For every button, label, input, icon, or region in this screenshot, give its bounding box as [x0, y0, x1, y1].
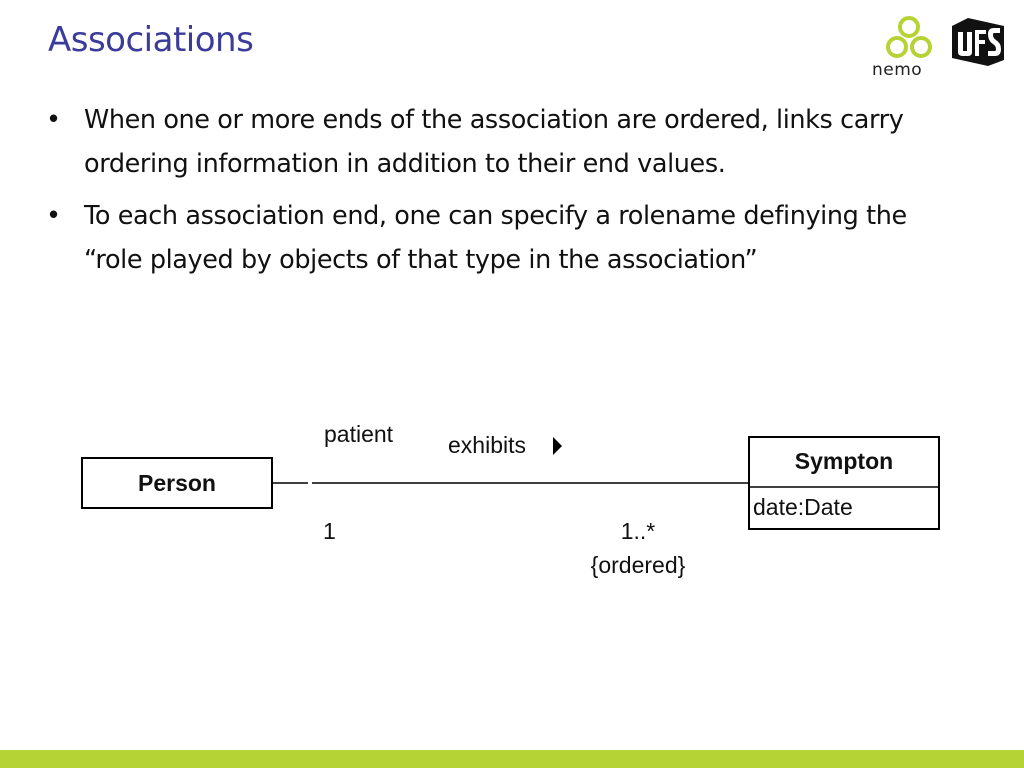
bullet-text: When one or more ends of the association…	[84, 105, 904, 179]
class-box	[748, 436, 940, 530]
slide-title: Associations	[48, 20, 254, 60]
source-multiplicity: 1	[323, 518, 336, 544]
class-sympton: Sympton date:Date	[748, 436, 940, 530]
footer-bar	[0, 750, 1024, 768]
bullet-marker: •	[46, 201, 62, 231]
triangle-right-icon	[553, 437, 562, 455]
ufes-logo-icon	[952, 18, 1004, 66]
target-multiplicity: 1..*	[621, 518, 656, 544]
role-name: patient	[324, 421, 394, 447]
class-name: Person	[138, 470, 216, 496]
class-name: Sympton	[795, 448, 893, 474]
bullet-text: To each association end, one can specify…	[84, 201, 907, 275]
nemo-logo-text: nemo	[872, 60, 923, 80]
association-name: exhibits	[448, 432, 526, 458]
bullet-marker: •	[46, 105, 62, 135]
bullet-list: • When one or more ends of the associati…	[46, 98, 946, 290]
class-person: Person	[81, 457, 273, 509]
target-constraint: {ordered}	[591, 552, 686, 578]
class-box	[81, 457, 273, 509]
bullet-item: • To each association end, one can speci…	[46, 194, 946, 282]
bullet-item: • When one or more ends of the associati…	[46, 98, 946, 186]
class-attribute: date:Date	[753, 494, 853, 520]
logo-group	[886, 16, 1004, 66]
nemo-logo-icon	[886, 16, 932, 58]
